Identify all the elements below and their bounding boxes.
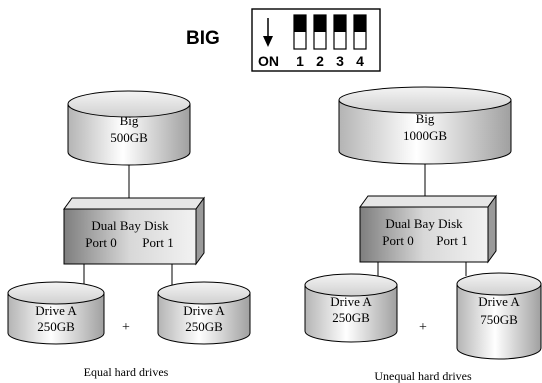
on-arrow-icon [263, 18, 273, 47]
dual-bay-enclosure: Dual Bay Disk Port 0 Port 1 [359, 194, 497, 264]
drive-size: 750GB [480, 312, 518, 327]
big-volume-size: 500GB [110, 130, 148, 145]
drive-cylinder-1: Drive A 250GB [304, 273, 398, 343]
mode-label: BIG [186, 28, 220, 49]
drive-size: 250GB [185, 319, 223, 334]
port-1-label: Port 1 [142, 235, 173, 250]
caption: Equal hard drives [84, 365, 169, 379]
on-label: ON [258, 53, 279, 69]
switch-label-3: 3 [336, 53, 344, 69]
big-volume-name: Big [416, 111, 435, 126]
drive-cylinder-2: Drive A 250GB [157, 281, 251, 345]
dip-switch-1[interactable] [293, 14, 307, 50]
big-volume-cylinder: Big 500GB [67, 90, 191, 166]
enclosure-title: Dual Bay Disk [385, 216, 463, 231]
plus-sign: + [122, 320, 130, 335]
big-volume-cylinder: Big 1000GB [338, 86, 512, 165]
plus-sign: + [419, 320, 427, 335]
drive-size: 250GB [37, 319, 75, 334]
switch-label-4: 4 [356, 53, 364, 69]
drive-cylinder-1: Drive A 250GB [7, 281, 105, 345]
caption: Unequal hard drives [374, 369, 472, 383]
dip-switch-2[interactable] [313, 14, 327, 50]
drive-name: Drive A [183, 303, 225, 318]
enclosure-title: Dual Bay Disk [91, 218, 169, 233]
left-diagram: Big 500GB Dual Bay Disk Port 0 Port 1 Dr… [7, 90, 251, 379]
drive-name: Drive A [478, 294, 520, 309]
big-volume-size: 1000GB [403, 128, 447, 143]
drive-name: Drive A [35, 303, 77, 318]
dual-bay-enclosure: Dual Bay Disk Port 0 Port 1 [63, 196, 205, 266]
big-volume-name: Big [120, 113, 139, 128]
drive-cylinder-2: Drive A 750GB [456, 272, 542, 360]
dip-switch-3[interactable] [333, 14, 347, 50]
port-0-label: Port 0 [382, 233, 413, 248]
dip-switch-4[interactable] [353, 14, 367, 50]
switch-label-2: 2 [316, 53, 324, 69]
dip-switch-panel: BIG ON 1 2 3 4 [186, 8, 381, 72]
drive-name: Drive A [330, 294, 372, 309]
port-1-label: Port 1 [436, 233, 467, 248]
switch-label-1: 1 [296, 53, 304, 69]
port-0-label: Port 0 [85, 235, 116, 250]
right-diagram: Big 1000GB Dual Bay Disk Port 0 Port 1 D… [304, 86, 542, 383]
drive-size: 250GB [332, 310, 370, 325]
